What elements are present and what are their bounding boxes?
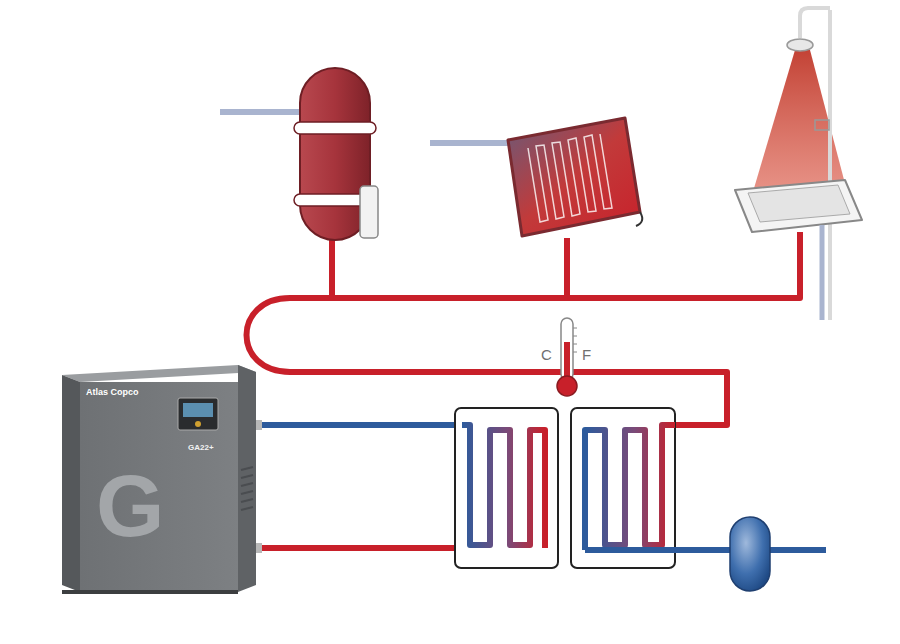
model-name: GA22+ (188, 444, 214, 452)
unit-symbol: F (582, 347, 591, 362)
logo-letter: G (96, 462, 164, 550)
brand-logo: Atlas Copco (86, 388, 139, 397)
unit-symbol: C (541, 347, 552, 362)
